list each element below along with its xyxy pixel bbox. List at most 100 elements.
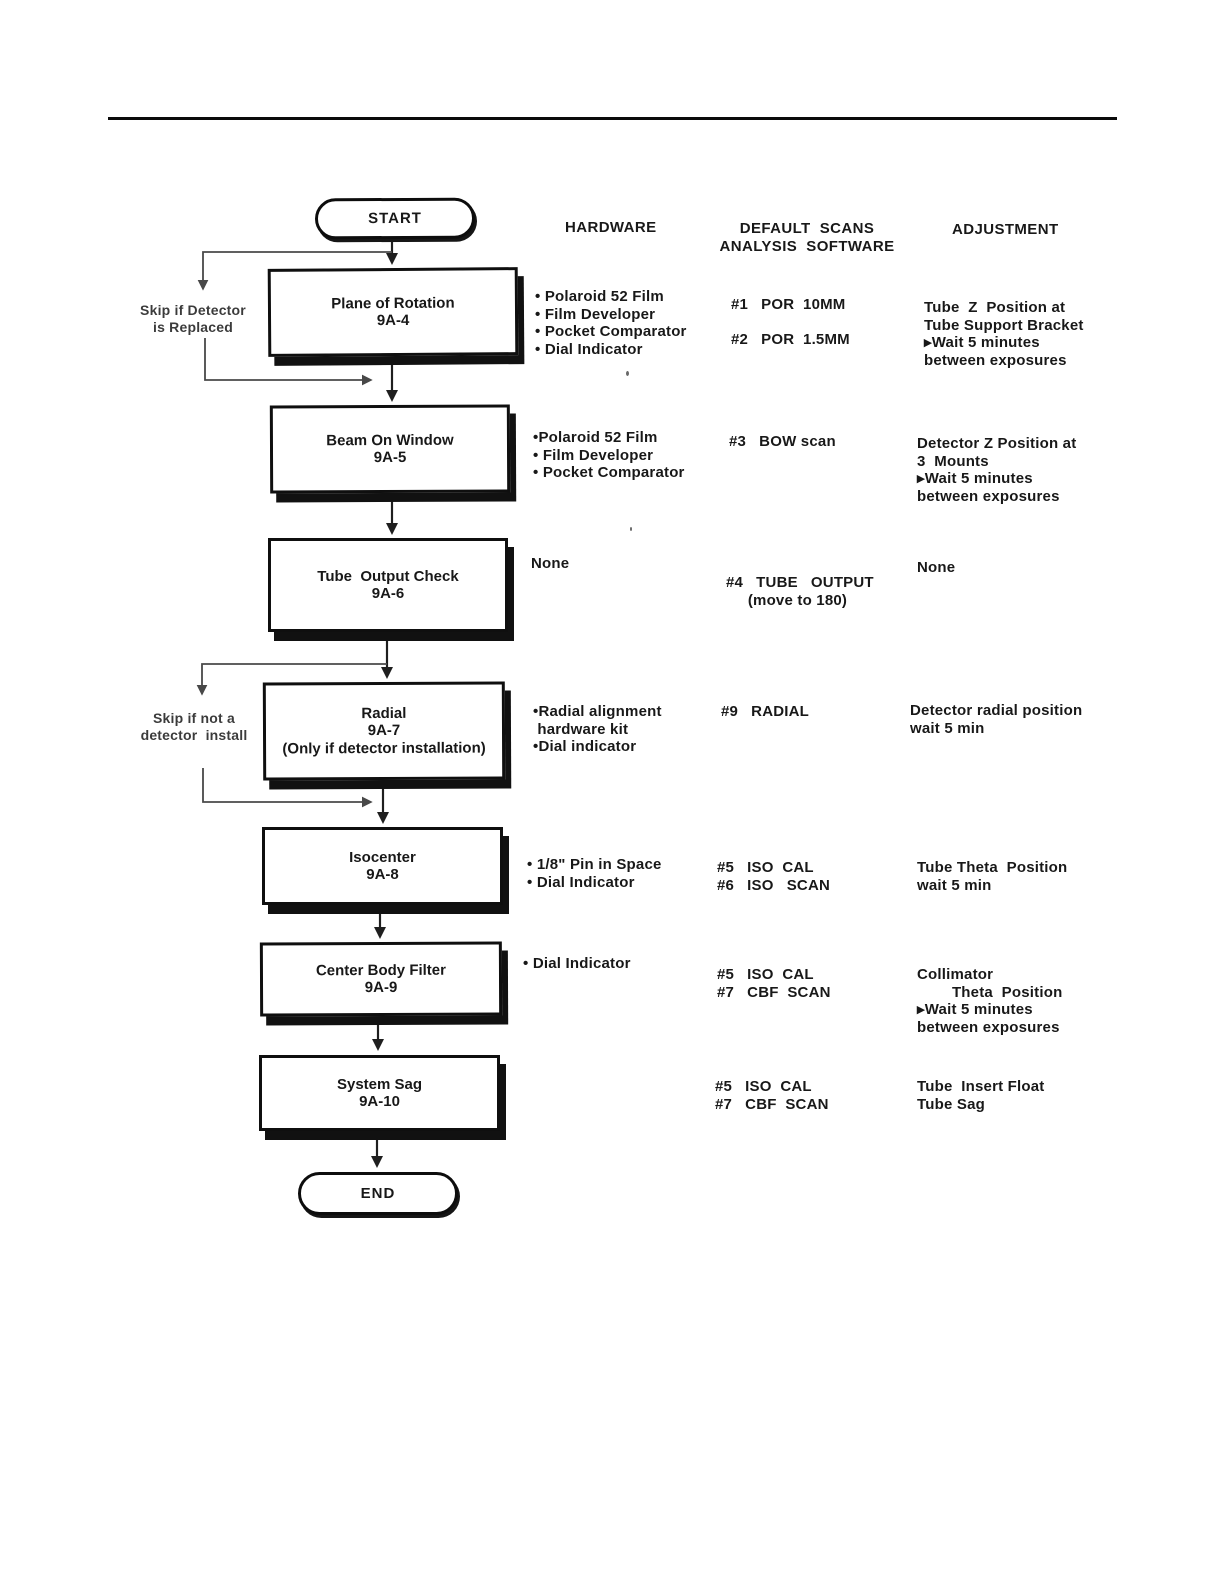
text-line: None bbox=[917, 559, 956, 576]
scans-list-9a9: #5 ISO CAL#7 CBF SCAN bbox=[717, 966, 831, 1001]
text-line: 9A-6 bbox=[371, 585, 405, 602]
text-line: Plane of Rotation bbox=[331, 294, 455, 312]
text-line: ANALYSIS SOFTWARE bbox=[719, 238, 895, 255]
skip1-rejoin-arrow bbox=[204, 338, 373, 386]
adjustment-list-9a6: None bbox=[917, 559, 955, 577]
column-header-adjustment: ADJUSTMENT bbox=[952, 221, 1059, 238]
text-line: Detector radial position bbox=[910, 702, 1083, 719]
text-line: None bbox=[531, 555, 570, 572]
end-terminator: END bbox=[298, 1172, 458, 1215]
text-line: Isocenter bbox=[349, 848, 416, 866]
text-line: ▸Wait 5 minutes bbox=[917, 1001, 1033, 1018]
text-line: • Dial Indicator bbox=[527, 873, 635, 891]
text-line: Theta Position bbox=[917, 983, 1063, 1001]
hardware-list-9a9: • Dial Indicator bbox=[523, 955, 631, 973]
text-line: #2 POR 1.5MM bbox=[731, 331, 850, 348]
text-line: wait 5 min bbox=[910, 719, 985, 737]
text-line: Tube Sag bbox=[917, 1095, 985, 1113]
text-line: •Dial indicator bbox=[533, 738, 637, 755]
text-line: Beam On Window bbox=[326, 431, 454, 449]
column-header-hardware: HARDWARE bbox=[565, 219, 657, 236]
start-label: START bbox=[368, 209, 422, 228]
text-line: Skip if not a bbox=[153, 710, 235, 726]
text-line: Detector Z Position at bbox=[917, 435, 1077, 452]
text-line: ▸Wait 5 minutes bbox=[924, 334, 1040, 351]
text-line: • Film Developer bbox=[533, 446, 654, 464]
text-line: (move to 180) bbox=[726, 591, 848, 609]
text-line: #1 POR 10MM bbox=[731, 296, 846, 313]
text-line: • Dial Indicator bbox=[523, 955, 631, 972]
text-line bbox=[731, 314, 850, 332]
scans-list-9a8: #5 ISO CAL#6 ISO SCAN bbox=[717, 859, 830, 894]
hardware-list-9a8: • 1/8" Pin in Space• Dial Indicator bbox=[527, 856, 662, 891]
text-line: (Only if detector installation) bbox=[282, 739, 486, 758]
scan-artifact bbox=[630, 527, 632, 531]
skip2-rejoin-arrow bbox=[202, 768, 373, 808]
end-label: END bbox=[360, 1185, 396, 1202]
text-line: • Film Developer bbox=[535, 305, 656, 323]
scans-list-9a4: #1 POR 10MM #2 POR 1.5MM bbox=[731, 296, 850, 349]
header-rule bbox=[108, 117, 1117, 120]
text-line: 9A-10 bbox=[359, 1093, 400, 1110]
text-line: • Pocket Comparator bbox=[533, 464, 685, 481]
text-line: DEFAULT SCANS bbox=[739, 220, 875, 237]
text-line: #5 ISO CAL bbox=[717, 966, 814, 983]
scans-list-9a5: #3 BOW scan bbox=[729, 433, 836, 451]
text-line: 3 Mounts bbox=[917, 452, 989, 470]
text-line: #9 RADIAL bbox=[721, 703, 810, 720]
text-line: #4 TUBE OUTPUT bbox=[726, 574, 874, 591]
text-line: wait 5 min bbox=[917, 876, 992, 894]
scans-list-9a6: #4 TUBE OUTPUT (move to 180) bbox=[726, 574, 874, 609]
text-line: 9A-9 bbox=[364, 978, 398, 997]
adjustment-list-9a9: Collimator Theta Position▸Wait 5 minutes… bbox=[917, 966, 1062, 1036]
hardware-list-9a6: None bbox=[531, 555, 569, 573]
hardware-list-9a4: • Polaroid 52 Film• Film Developer• Pock… bbox=[535, 288, 687, 358]
text-line: hardware kit bbox=[533, 720, 629, 738]
text-line: 9A-7 bbox=[367, 722, 401, 740]
text-line: • 1/8" Pin in Space bbox=[527, 856, 662, 873]
hardware-list-9a5: •Polaroid 52 Film• Film Developer• Pocke… bbox=[533, 429, 685, 482]
text-line: • Dial Indicator bbox=[535, 340, 643, 358]
text-line: #3 BOW scan bbox=[729, 433, 836, 450]
text-line: between exposures bbox=[924, 351, 1067, 369]
text-line: •Radial alignment bbox=[533, 703, 662, 720]
text-line: 9A-5 bbox=[373, 448, 407, 467]
text-line: 9A-8 bbox=[366, 866, 399, 883]
scans-list-9a7: #9 RADIAL bbox=[721, 703, 809, 721]
text-line: Tube Output Check bbox=[317, 567, 459, 585]
text-line: #5 ISO CAL bbox=[715, 1078, 812, 1095]
text-line: between exposures bbox=[917, 487, 1060, 505]
skip1-branch-arrow bbox=[197, 251, 392, 291]
text-line: System Sag bbox=[336, 1075, 423, 1093]
text-line: ▸Wait 5 minutes bbox=[917, 470, 1033, 487]
text-line: #7 CBF SCAN bbox=[715, 1095, 829, 1113]
scans-list-9a10: #5 ISO CAL#7 CBF SCAN bbox=[715, 1078, 829, 1113]
hardware-list-9a7: •Radial alignment hardware kit•Dial indi… bbox=[533, 703, 662, 756]
text-line: • Pocket Comparator bbox=[535, 323, 687, 340]
scan-artifact bbox=[626, 371, 629, 376]
text-line: Radial bbox=[361, 704, 407, 722]
text-line: 9A-4 bbox=[376, 311, 410, 330]
text-line: Tube Insert Float bbox=[917, 1078, 1045, 1095]
text-line: #7 CBF SCAN bbox=[717, 983, 831, 1001]
skip2-branch-arrow bbox=[196, 663, 387, 696]
text-line: •Polaroid 52 Film bbox=[533, 429, 658, 446]
text-line: Skip if Detector bbox=[140, 302, 246, 318]
text-line: • Polaroid 52 Film bbox=[535, 288, 664, 305]
text-line: Tube Support Bracket bbox=[924, 316, 1084, 334]
